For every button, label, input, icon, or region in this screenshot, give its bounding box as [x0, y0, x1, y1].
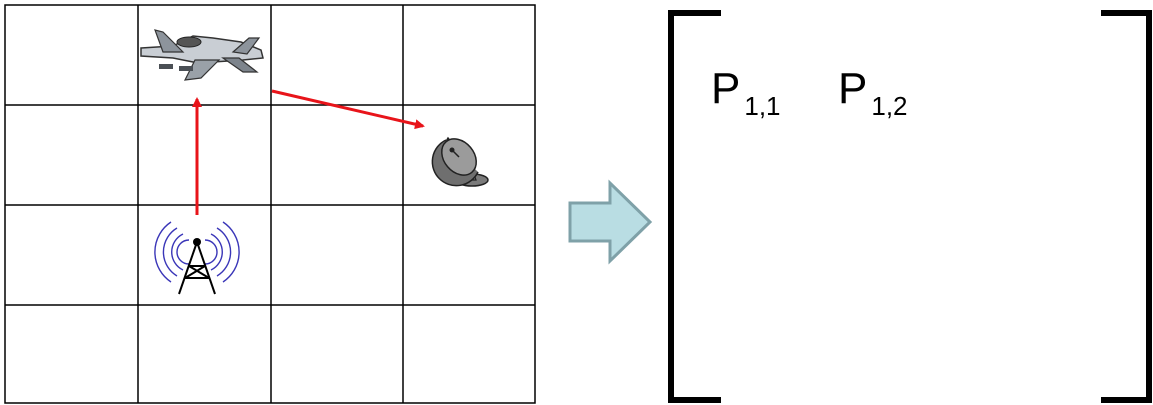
grid [4, 4, 536, 404]
radio-tower-icon [154, 221, 240, 295]
signal-arrow-to-dish [271, 89, 425, 130]
matrix-entry-p11-sub: 1,1 [744, 91, 780, 121]
matrix-entry-p11-base: P [711, 64, 740, 113]
matrix-entry-p12-sub: 1,2 [871, 91, 907, 121]
transform-arrow-icon [568, 179, 653, 265]
matrix-left-bracket [668, 10, 721, 403]
grid-border [4, 4, 536, 404]
matrix-right-bracket [1101, 10, 1152, 403]
satellite-dish-icon [431, 136, 489, 187]
matrix-entry-p12-base: P [838, 64, 867, 113]
jet-aircraft-icon [140, 29, 264, 81]
